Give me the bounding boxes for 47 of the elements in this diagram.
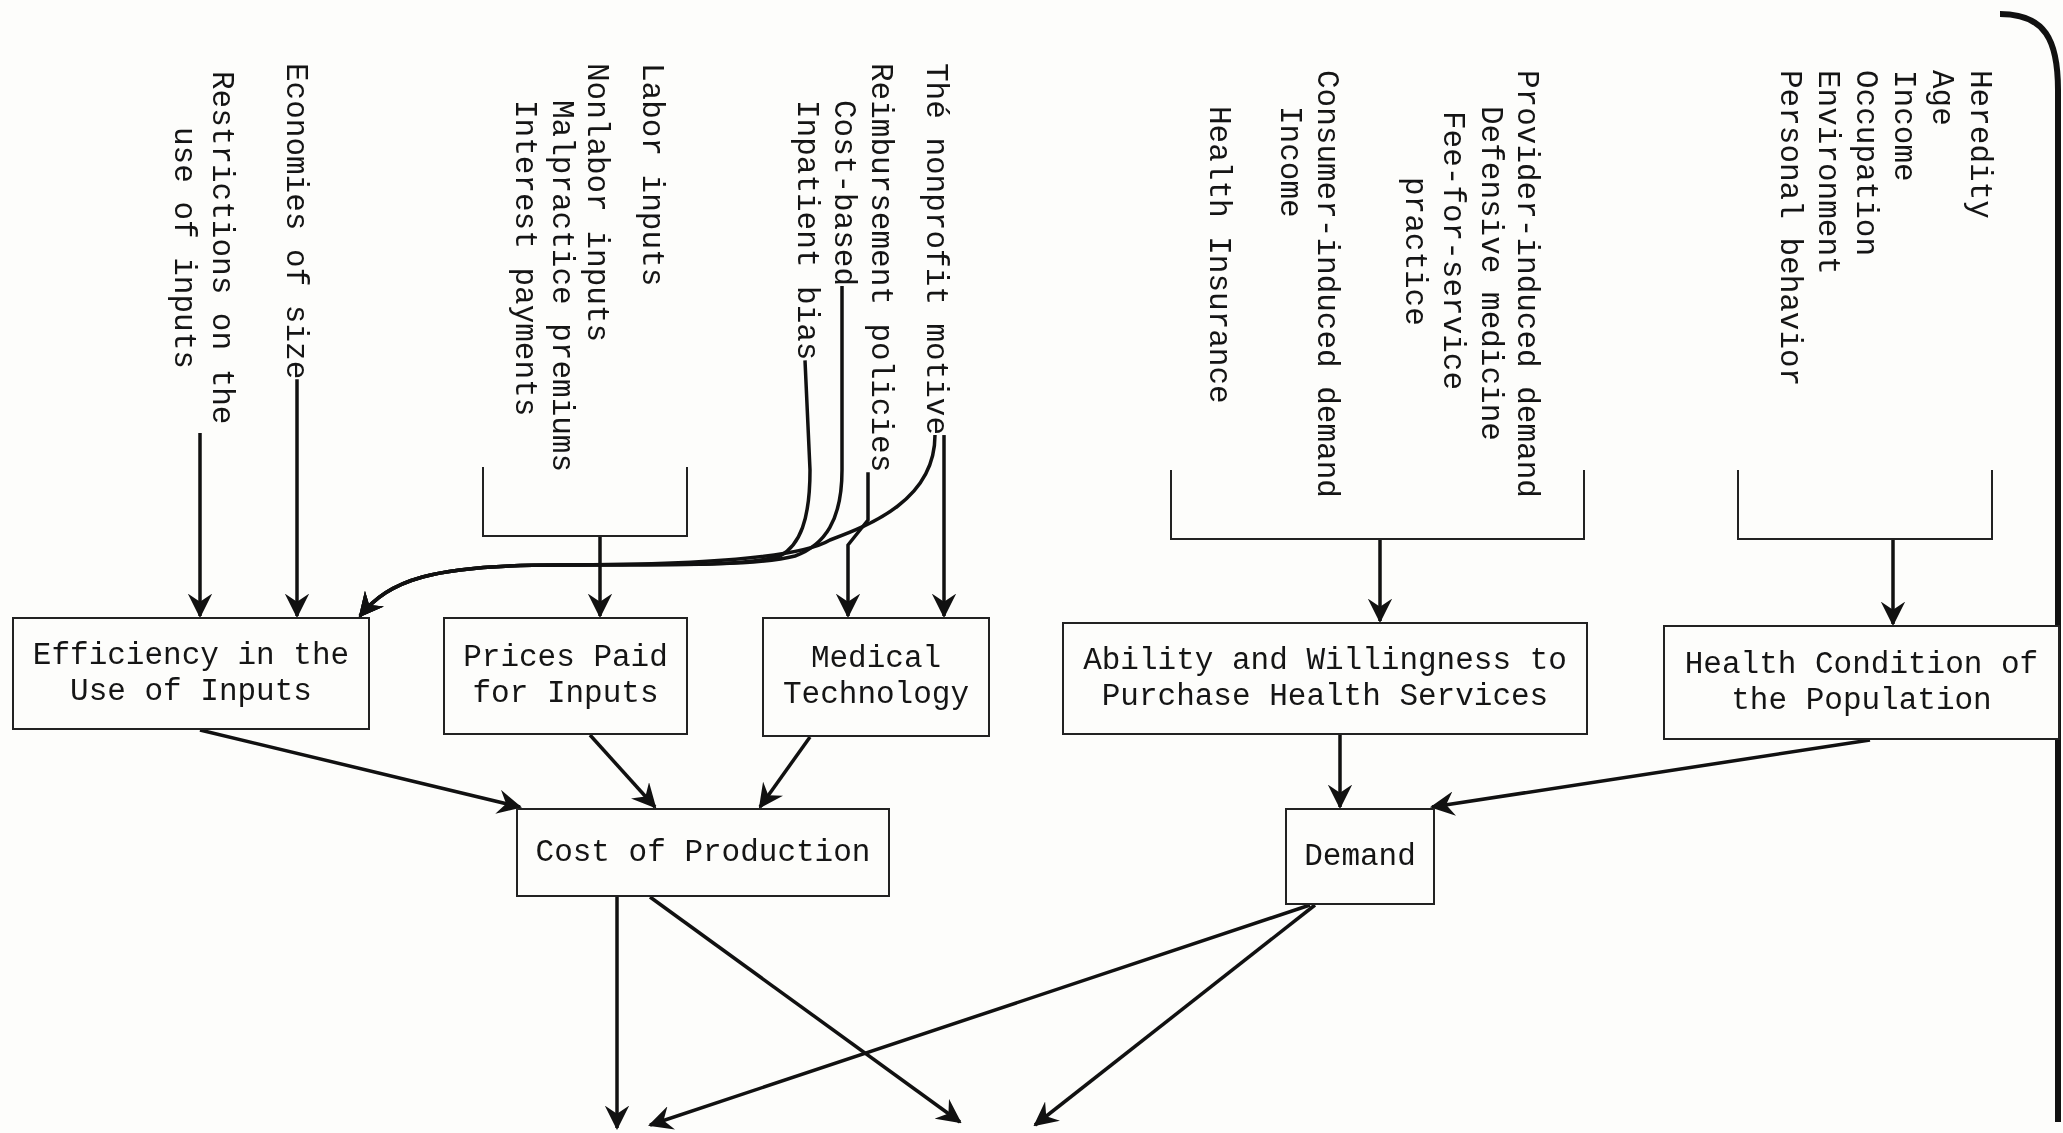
- factor-label: Cost-based: [824, 100, 862, 287]
- arrow: [199, 728, 522, 814]
- factor-label: Environment: [1809, 70, 1846, 275]
- factor-label: Economies of size: [276, 63, 314, 380]
- arrow: [758, 736, 812, 809]
- arrow: [187, 433, 213, 619]
- factor-label: Nonlabor inputs: [578, 63, 615, 343]
- process-box: Ability and Willingness to Purchase Health Services: [1062, 622, 1588, 735]
- factor-label: Restrictions on the use of inputs: [164, 63, 240, 433]
- arrow: [648, 903, 1311, 1130]
- arrow: [604, 897, 630, 1131]
- arrow: [1880, 540, 1906, 627]
- factor-label: Reimbursement policies: [861, 63, 899, 473]
- factor-label: Personal behavior: [1771, 70, 1808, 387]
- factor-label: Malpractice premiums: [543, 100, 580, 473]
- arrow: [1367, 540, 1393, 624]
- factor-label: Income: [1271, 106, 1308, 218]
- factor-label: Labor inputs: [633, 63, 670, 287]
- arrow: [648, 895, 962, 1124]
- arrow: [1033, 903, 1317, 1127]
- factor-label: Provider-induced demand: [1508, 70, 1545, 498]
- factor-label: Consumer-induced demand: [1308, 70, 1345, 498]
- factor-label: Interest payments: [506, 100, 543, 417]
- factor-label: Fee-for-service practice: [1396, 110, 1471, 393]
- factor-label: Defensive medicine: [1472, 106, 1509, 441]
- process-box: Demand: [1285, 808, 1435, 905]
- factor-label: Occupation: [1847, 70, 1884, 257]
- process-box: Prices Paid for Inputs: [443, 617, 688, 735]
- arrow: [587, 537, 613, 619]
- factor-label: Heredity: [1961, 70, 1998, 219]
- arrow: [835, 472, 870, 619]
- arrow: [931, 435, 957, 619]
- arrow: [358, 360, 812, 618]
- process-box: Health Condition of the Population: [1663, 625, 2060, 740]
- factor-label: Income: [1885, 70, 1922, 182]
- process-box: Cost of Production: [516, 808, 890, 897]
- arrow: [588, 733, 657, 809]
- factor-label: Thé nonprofit motive: [916, 63, 954, 436]
- arrow: [1327, 735, 1353, 810]
- bracket: [1737, 470, 1993, 540]
- process-box: Medical Technology: [762, 617, 990, 737]
- arrow: [284, 379, 310, 619]
- factor-label: Health Insurance: [1200, 106, 1237, 404]
- arrow: [1430, 738, 1871, 816]
- factor-label: Age: [1923, 70, 1960, 126]
- process-box: Efficiency in the Use of Inputs: [12, 617, 370, 730]
- factor-label: Inpatient bias: [787, 100, 825, 361]
